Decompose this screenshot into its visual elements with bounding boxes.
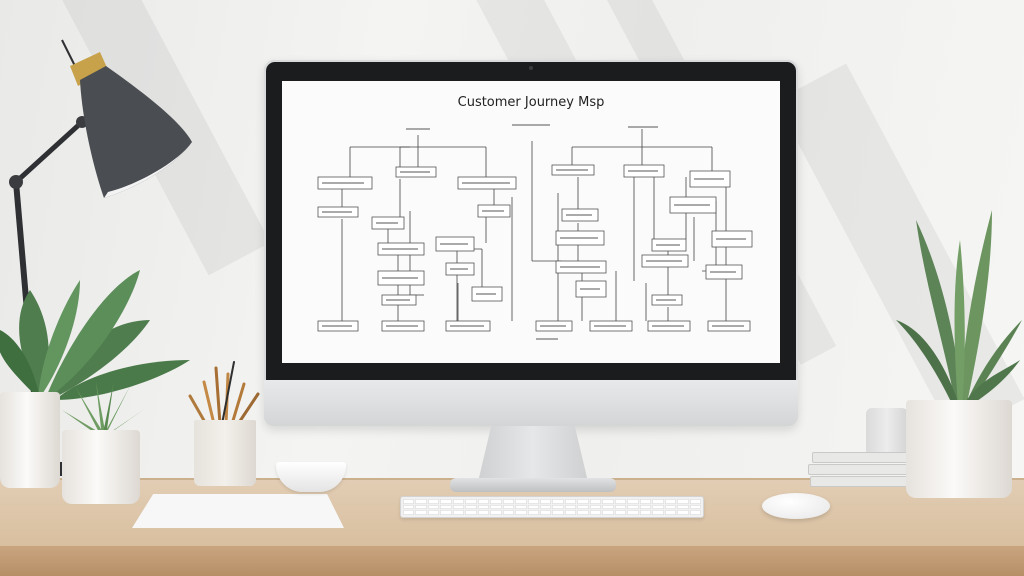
plant-pot-small <box>62 430 140 504</box>
keyboard-key <box>552 510 564 515</box>
keyboard-key <box>540 504 552 510</box>
keyboard-key <box>589 504 602 510</box>
keyboard-key <box>652 510 664 515</box>
keyboard-key <box>639 499 652 504</box>
keyboard-key <box>502 499 515 504</box>
keyboard-key <box>577 510 589 515</box>
snake-plant <box>896 210 1022 408</box>
keyboard-key <box>677 499 689 504</box>
keyboard-key <box>465 510 477 515</box>
keyboard-key <box>627 499 639 504</box>
keyboard-key <box>639 510 652 515</box>
keyboard-key <box>664 499 677 504</box>
book <box>812 452 916 463</box>
keyboard-key <box>415 510 427 515</box>
keyboard-key <box>552 504 564 510</box>
keyboard-key <box>589 510 602 515</box>
keyboard-key <box>614 510 627 515</box>
keyboard-key <box>602 510 614 515</box>
keyboard-key <box>515 499 527 504</box>
keyboard-key <box>427 510 440 515</box>
keyboard-key <box>614 504 627 510</box>
keyboard-key <box>440 504 452 510</box>
monitor-chin <box>264 380 798 426</box>
keyboard-key <box>527 499 540 504</box>
keyboard-key <box>515 504 527 510</box>
keyboard-key <box>689 504 701 510</box>
keyboard-key <box>602 499 614 504</box>
keyboard-key <box>677 504 689 510</box>
bowl <box>276 462 346 492</box>
keyboard-key <box>652 504 664 510</box>
keyboard-key <box>502 510 515 515</box>
keyboard-key <box>527 510 540 515</box>
small-box <box>866 408 908 456</box>
keyboard-key <box>403 504 415 510</box>
keyboard-key <box>465 504 477 510</box>
keyboard-key <box>689 510 701 515</box>
screen-title: Customer Journey Msp <box>457 95 605 110</box>
monitor-bezel: Customer Journey Msp <box>266 62 796 380</box>
keyboard-key <box>664 504 677 510</box>
keyboard-key <box>452 504 465 510</box>
keyboard-key <box>427 499 440 504</box>
keyboard-key <box>639 504 652 510</box>
keyboard-key <box>527 504 540 510</box>
keyboard-key <box>540 499 552 504</box>
keyboard-key <box>540 510 552 515</box>
keyboard-key <box>440 499 452 504</box>
keyboard-key <box>677 510 689 515</box>
keyboard-key <box>627 504 639 510</box>
book-stack <box>808 452 922 490</box>
notebook <box>132 494 344 528</box>
keyboard-key <box>415 504 427 510</box>
desk-edge <box>0 546 1024 576</box>
keyboard-key <box>564 510 577 515</box>
keyboard-key <box>403 499 415 504</box>
keyboard-key <box>577 499 589 504</box>
keyboard-key <box>589 499 602 504</box>
monitor: Customer Journey Msp <box>264 60 798 426</box>
keyboard-key <box>490 504 502 510</box>
keyboard-key <box>614 499 627 504</box>
keyboard-icon <box>400 496 704 518</box>
keyboard-key <box>490 510 502 515</box>
keyboard-key <box>403 510 415 515</box>
keyboard-key <box>427 504 440 510</box>
keyboard-key <box>515 510 527 515</box>
keyboard-key <box>602 504 614 510</box>
keyboard-key <box>564 504 577 510</box>
keyboard-key <box>502 504 515 510</box>
keyboard-key <box>490 499 502 504</box>
plant-pot-right <box>906 400 1012 498</box>
keyboard-key <box>564 499 577 504</box>
keyboard-key <box>577 504 589 510</box>
monitor-stand-base <box>450 478 616 492</box>
monitor-stand <box>478 426 588 482</box>
keyboard-key <box>664 510 677 515</box>
pencils <box>188 361 260 426</box>
keyboard-key <box>440 510 452 515</box>
keyboard-key <box>465 499 477 504</box>
monitor-screen: Customer Journey Msp <box>282 81 780 363</box>
keyboard-key <box>627 510 639 515</box>
keyboard-key <box>652 499 664 504</box>
keyboard-key <box>452 499 465 504</box>
plant-left <box>0 270 190 400</box>
keyboard-key <box>477 504 490 510</box>
flowchart-diagram <box>317 124 753 340</box>
mouse-icon <box>762 493 830 519</box>
keyboard-key <box>477 510 490 515</box>
book <box>808 464 918 475</box>
keyboard-key <box>452 510 465 515</box>
pencil-cup <box>194 420 256 486</box>
plant-pot-left <box>0 392 60 488</box>
keyboard-key <box>477 499 490 504</box>
keyboard-key <box>552 499 564 504</box>
keyboard-key <box>415 499 427 504</box>
keyboard-key <box>689 499 701 504</box>
camera-icon <box>529 66 533 70</box>
